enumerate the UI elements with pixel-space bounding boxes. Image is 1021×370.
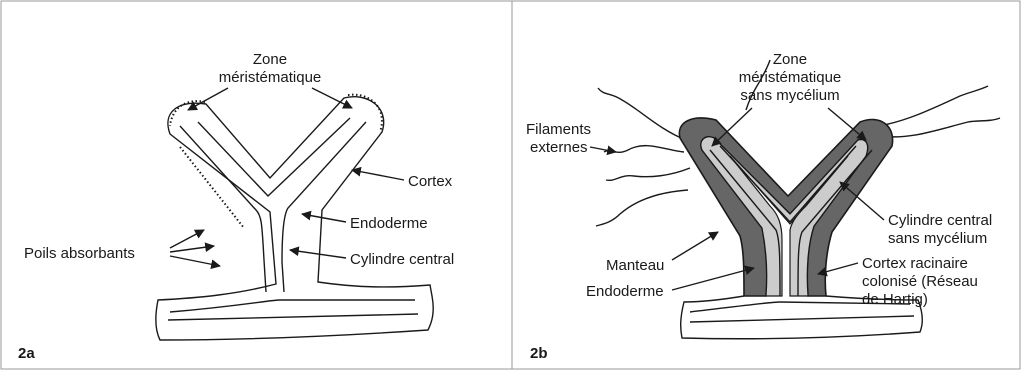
label-zone-2b-l2: méristématique <box>739 69 842 86</box>
label-filaments: Filaments <box>526 121 591 138</box>
base-line-top-2a <box>170 300 415 312</box>
filament-6 <box>878 86 988 126</box>
label-zone-2b-l3: sans mycélium <box>740 87 839 104</box>
panel-2a: Zone méristématique Cortex Poils absorba… <box>18 51 454 362</box>
filament-4 <box>596 190 688 226</box>
label-endoderme-2a: Endoderme <box>350 215 428 232</box>
label-poils: Poils absorbants <box>24 245 135 262</box>
endodermis-line-2a <box>198 118 350 196</box>
label-endoderme-2b: Endoderme <box>586 283 664 300</box>
label-cortex-2a: Cortex <box>408 173 453 190</box>
central-cylinder-left-2a <box>180 126 266 292</box>
label-cortex-2b-l3: de Hartig) <box>862 291 928 308</box>
label-cortex-2b-l2: colonisé (Réseau <box>862 273 978 290</box>
base-line-bottom-2b <box>690 316 914 322</box>
panel-id-2a: 2a <box>18 345 35 362</box>
panel-id-2b: 2b <box>530 345 548 362</box>
root-hairs-left <box>180 147 244 228</box>
label-zone-2a: Zone <box>253 51 287 68</box>
label-cylindre-2b-l2: sans mycélium <box>888 230 987 247</box>
panel-2b: Zone méristématique sans mycélium Filame… <box>526 51 1000 362</box>
label-filaments-l2: externes <box>530 139 588 156</box>
filament-3 <box>606 168 690 180</box>
label-cortex-2b: Cortex racinaire <box>862 255 968 272</box>
label-zone-2a-l2: méristématique <box>219 69 322 86</box>
base-line-bottom-2a <box>168 314 418 320</box>
label-zone-2b: Zone <box>773 51 807 68</box>
label-manteau: Manteau <box>606 257 664 274</box>
label-cylindre-2b: Cylindre central <box>888 212 992 229</box>
label-cylindre-2a: Cylindre central <box>350 251 454 268</box>
filament-1 <box>598 88 686 140</box>
root-hairs-right <box>348 95 382 132</box>
